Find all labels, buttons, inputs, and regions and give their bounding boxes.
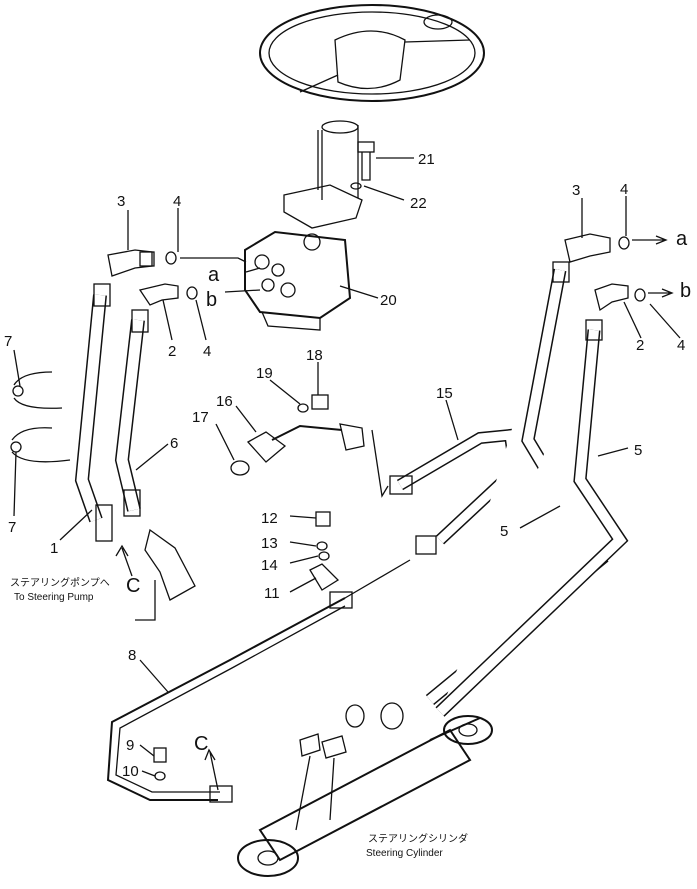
- callout-7-top: 7: [4, 333, 12, 350]
- washer-13: [316, 541, 328, 551]
- callout-22: 22: [410, 195, 427, 212]
- port-b-left: b: [206, 289, 217, 311]
- callout-5-a: 5: [634, 442, 642, 459]
- pump-note-jp: ステアリングポンプへ: [10, 576, 110, 589]
- callout-7-bottom: 7: [8, 519, 16, 536]
- callout-12: 12: [261, 510, 278, 527]
- callout-1: 1: [50, 540, 58, 557]
- cylinder-note-jp: ステアリングシリンダ: [368, 832, 468, 845]
- callout-3-left: 3: [117, 193, 125, 210]
- port-c-bottom: C: [194, 733, 208, 755]
- callout-2-right: 2: [636, 337, 644, 354]
- callout-4-right-top: 4: [620, 181, 628, 198]
- arrow-c-bottom: [204, 748, 219, 791]
- callout-13: 13: [261, 535, 278, 552]
- bolt-21: [357, 141, 375, 181]
- o-ring-17: [230, 460, 250, 476]
- bolt-9: [153, 747, 167, 763]
- port-c-left: C: [126, 575, 140, 597]
- clamp-7-bottom: [10, 427, 71, 463]
- callout-4-right-bottom: 4: [677, 337, 685, 354]
- steering-column: [283, 120, 363, 229]
- bolt-12: [315, 511, 331, 527]
- callout-21: 21: [418, 151, 435, 168]
- callout-19: 19: [256, 365, 273, 382]
- callout-20: 20: [380, 292, 397, 309]
- bracket: [144, 528, 196, 601]
- steering-wheel: [259, 4, 485, 102]
- hose-5-b: [435, 319, 629, 717]
- callout-15: 15: [436, 385, 453, 402]
- hose-15: [389, 428, 522, 555]
- o-ring-4-left-top: [165, 251, 177, 265]
- clamp-11: [309, 563, 340, 591]
- steering-cylinder: [237, 715, 493, 877]
- callout-4-left-bottom: 4: [203, 343, 211, 360]
- washer-19: [297, 403, 309, 413]
- washer-14: [318, 551, 330, 561]
- steering-valve-20: [244, 230, 352, 331]
- callout-5-b: 5: [500, 523, 508, 540]
- callout-16: 16: [216, 393, 233, 410]
- port-b-right: b: [680, 280, 691, 302]
- clamp-7-top: [12, 371, 63, 409]
- washer-10: [154, 771, 166, 781]
- callout-11: 11: [264, 585, 280, 602]
- callout-14: 14: [261, 557, 278, 574]
- pipe-16: [246, 423, 365, 463]
- elbow-fitting-2-left: [138, 283, 179, 306]
- elbow-fitting-3-left: [107, 249, 155, 277]
- arrow-c-left: [115, 544, 133, 577]
- callout-3-right: 3: [572, 182, 580, 199]
- washer-22: [350, 182, 362, 190]
- callout-2-left: 2: [168, 343, 176, 360]
- hose-1: [74, 283, 111, 523]
- elbow-fitting-2-right: [594, 283, 629, 312]
- elbow-fitting-3-right: [564, 233, 611, 263]
- o-ring-4-right-top: [618, 236, 630, 250]
- callout-18: 18: [306, 347, 323, 364]
- callout-4-left-top: 4: [173, 193, 181, 210]
- callout-9: 9: [126, 737, 134, 754]
- callout-6: 6: [170, 435, 178, 452]
- o-ring-4-right-bottom: [634, 288, 646, 302]
- cylinder-note-en: Steering Cylinder: [366, 848, 443, 859]
- callout-8: 8: [128, 647, 136, 664]
- leader-lines: [13, 196, 681, 777]
- callout-17: 17: [192, 409, 209, 426]
- pump-note-en: To Steering Pump: [14, 592, 94, 603]
- bolt-18: [311, 394, 329, 410]
- port-a-left: a: [208, 264, 220, 286]
- o-ring-4-left-bottom: [186, 286, 198, 300]
- port-a-right: a: [676, 228, 688, 250]
- callout-10: 10: [122, 763, 139, 780]
- pipe-8: [106, 591, 353, 803]
- hose-6: [114, 309, 149, 517]
